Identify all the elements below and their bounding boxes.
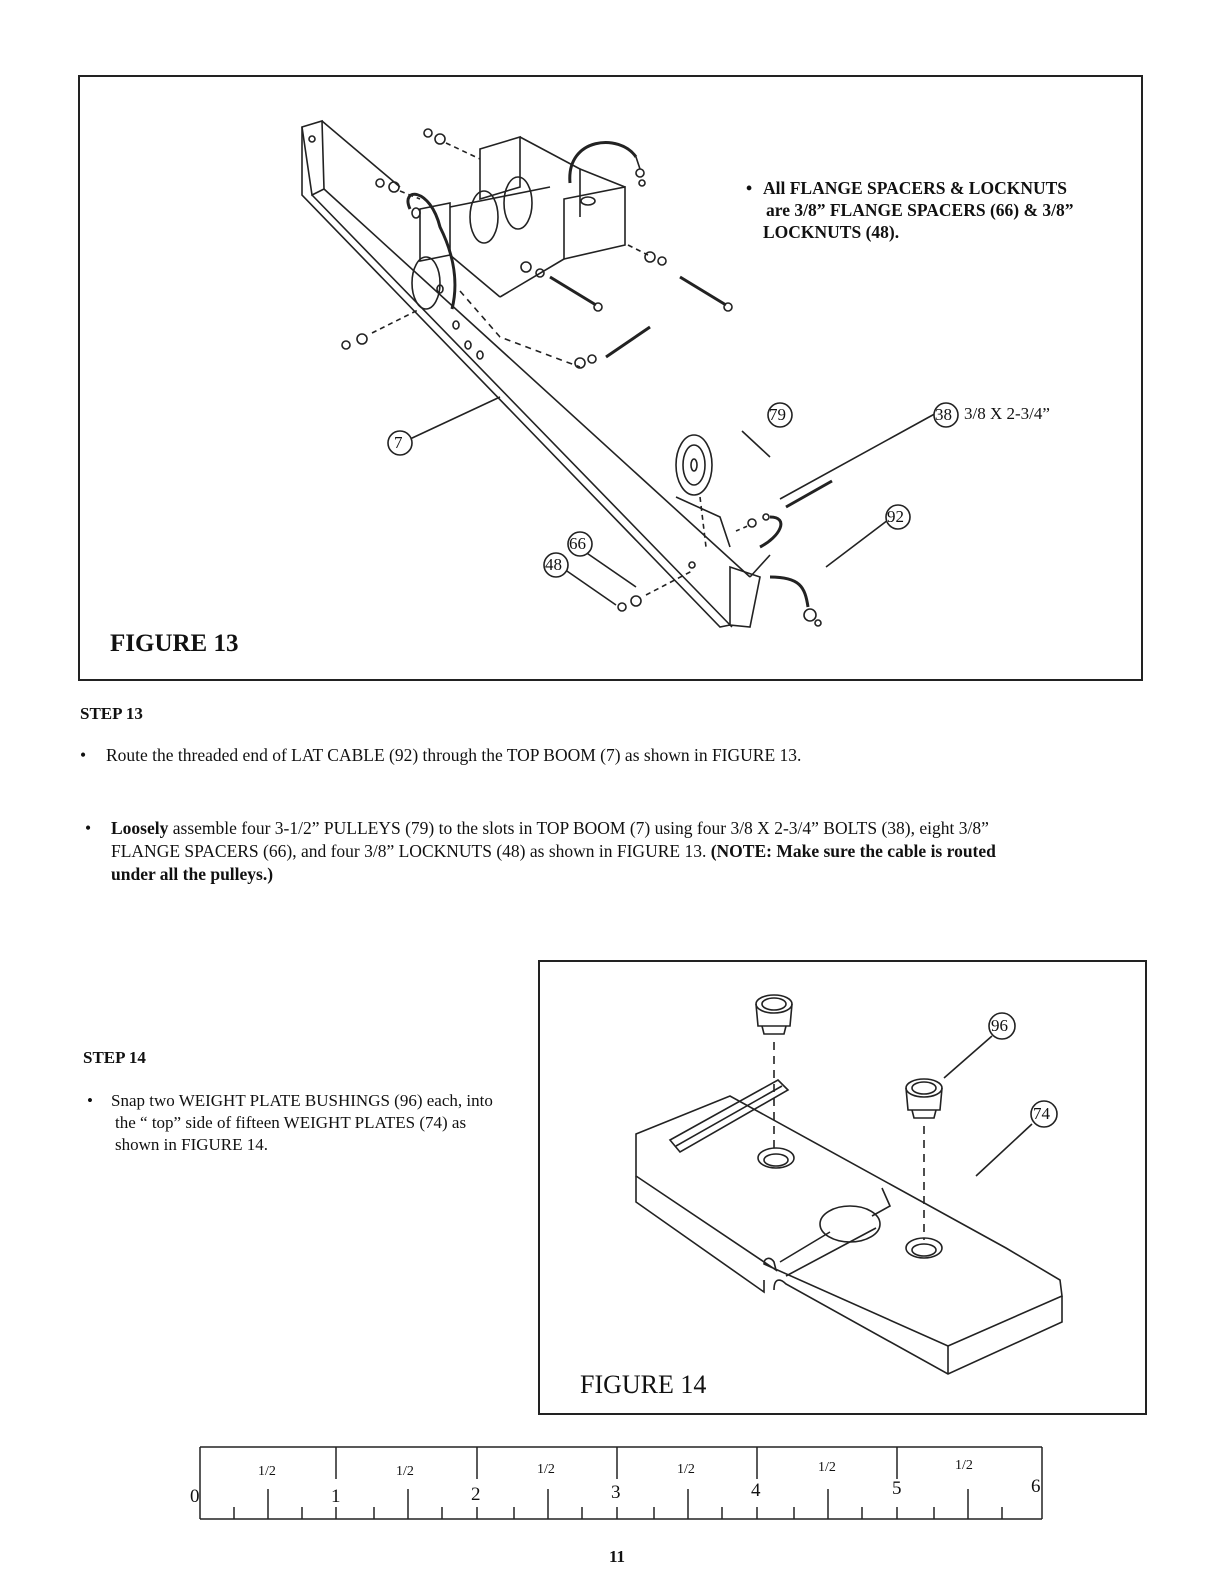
step-13-bullet-2: • Loosely assemble four 3-1/2” PULLEYS (… — [85, 818, 996, 884]
note-line-1: All FLANGE SPACERS & LOCKNUTS — [763, 178, 1068, 198]
ruler-num-5: 5 — [892, 1478, 902, 1499]
page-number: 11 — [609, 1547, 626, 1566]
step-13-note-b: under all the pulleys.) — [111, 864, 274, 884]
weight-plate-diagram — [635, 994, 1063, 1375]
bolt-size-label: 3/8 X 2-3/4” — [964, 404, 1050, 423]
step-13-heading: STEP 13 — [80, 704, 143, 723]
loosely-emphasis: Loosely — [111, 818, 169, 838]
figure-13-callout-circles — [387, 402, 959, 578]
figure-13-box: 7 79 38 92 66 48 3/8 X 2-3/4” • All FLAN… — [78, 75, 1143, 681]
callout-48: 48 — [545, 555, 562, 574]
inch-ruler — [199, 1446, 1043, 1520]
step-14-line-1: Snap two WEIGHT PLATE BUSHINGS (96) each… — [111, 1091, 493, 1110]
callout-38: 38 — [935, 405, 952, 424]
note-line-2: are 3/8” FLANGE SPACERS (66) & 3/8” — [766, 200, 1074, 220]
step-13-note-a: (NOTE: Make sure the cable is routed — [710, 841, 996, 861]
ruler-num-4: 4 — [751, 1480, 761, 1501]
ruler-num-6: 6 — [1031, 1476, 1041, 1497]
ruler-num-3: 3 — [611, 1482, 621, 1503]
figure-14-box: 96 74 FIGURE 14 — [538, 960, 1147, 1415]
ruler-num-2: 2 — [471, 1484, 481, 1505]
step-14-bullet: • Snap two WEIGHT PLATE BUSHINGS (96) ea… — [87, 1090, 541, 1156]
step-13-bullet-2-line-2: FLANGE SPACERS (66), and four 3/8” LOCKN… — [111, 841, 707, 861]
figure-13-note: • All FLANGE SPACERS & LOCKNUTS are 3/8”… — [746, 177, 1136, 243]
figure-14-callout-circles — [988, 1012, 1058, 1128]
note-line-3: LOCKNUTS (48). — [763, 222, 900, 242]
callout-92: 92 — [887, 507, 904, 526]
note-bullet: • — [746, 178, 753, 198]
step-14-line-2: the “ top” side of fifteen WEIGHT PLATES… — [115, 1113, 467, 1132]
ruler-half-3: 1/2 — [537, 1462, 555, 1477]
step-13-bullet-1-text: Route the threaded end of LAT CABLE (92)… — [106, 745, 802, 765]
ruler-half-4: 1/2 — [677, 1462, 695, 1477]
figure-13-label: FIGURE 13 — [110, 630, 239, 657]
ruler-num-0: 0 — [190, 1486, 200, 1507]
figure-14-label: FIGURE 14 — [580, 1370, 707, 1399]
step-14-heading: STEP 14 — [83, 1048, 146, 1067]
step-13-bullet-1: • Route the threaded end of LAT CABLE (9… — [80, 744, 1146, 767]
callout-66: 66 — [569, 534, 586, 553]
ruler-half-6: 1/2 — [955, 1458, 973, 1473]
ruler-half-1: 1/2 — [258, 1464, 276, 1479]
callout-7: 7 — [394, 433, 403, 452]
ruler-num-1: 1 — [331, 1486, 341, 1507]
step-13-bullet-2-line-1: assemble four 3-1/2” PULLEYS (79) to the… — [168, 818, 989, 838]
step-14-line-3: shown in FIGURE 14. — [115, 1135, 269, 1154]
top-boom-exploded-diagram — [301, 119, 941, 628]
callout-96: 96 — [991, 1016, 1008, 1035]
ruler-half-5: 1/2 — [818, 1460, 836, 1475]
callout-79: 79 — [769, 405, 786, 424]
callout-74: 74 — [1033, 1104, 1050, 1123]
ruler-half-2: 1/2 — [396, 1464, 414, 1479]
